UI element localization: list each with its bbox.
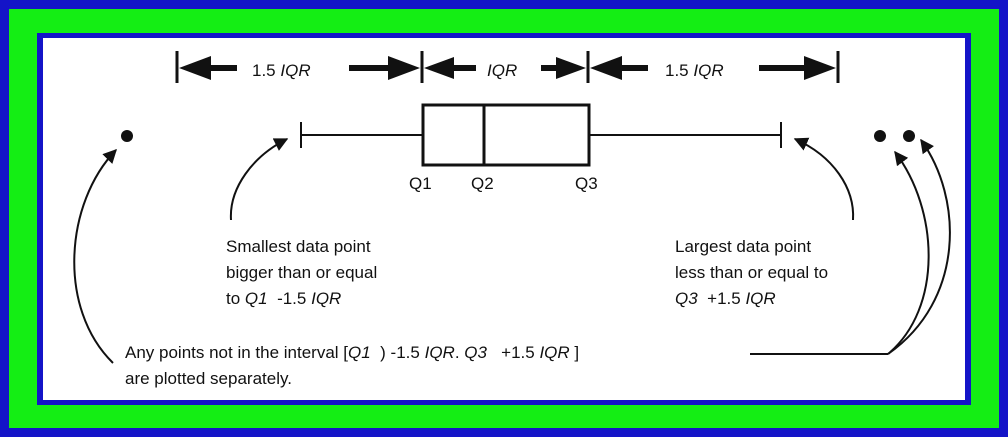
note-upper-offset: +1.5: [501, 343, 535, 362]
largest-line-2: less than or equal to: [675, 263, 829, 282]
span-arrow-right-b: [804, 56, 836, 80]
span-arrow-mid-a-shaft: [452, 65, 476, 71]
span-arrow-mid-b: [556, 57, 586, 79]
outlier-point-left: [121, 130, 133, 142]
largest-q3: Q3: [675, 289, 698, 308]
largest-offset: +1.5: [707, 289, 741, 308]
iqr-box: [421, 103, 591, 167]
q1-label: Q1: [409, 174, 432, 193]
note-separator: .: [454, 343, 460, 362]
span-arrow-left-a: [179, 56, 211, 80]
outliers-note-line-1: Any points not in the interval [Q1 ) -1.…: [125, 340, 579, 366]
outliers-note-line-2: are plotted separately.: [125, 369, 292, 388]
largest-line-3: Q3 +1.5 IQR: [675, 286, 776, 312]
note-iqr-1: IQR: [424, 343, 455, 362]
span-arrow-mid-a: [424, 57, 454, 79]
outlier-point-right-1: [874, 130, 886, 142]
span-left-unit: IQR: [280, 61, 311, 80]
note-iqr-2: IQR: [539, 343, 570, 362]
note-q3: Q3: [464, 343, 487, 362]
largest-unit: IQR: [745, 289, 776, 308]
box-plot-diagram: [73, 51, 951, 364]
smallest-line-2: bigger than or equal: [226, 263, 378, 282]
smallest-unit: IQR: [311, 289, 342, 308]
span-arrow-mid-b-shaft: [541, 65, 558, 71]
smallest-q1: Q1: [244, 289, 268, 308]
span-arrow-left-b-shaft: [349, 65, 390, 71]
pointer-arrow-outlier-right-2: [887, 138, 951, 355]
pointer-arrow-outlier-right-1: [887, 150, 930, 355]
smallest-offset: -1.5: [277, 289, 307, 308]
span-right-number: 1.5: [665, 61, 689, 80]
span-right-unit: IQR: [693, 61, 724, 80]
span-arrow-right-b-shaft: [759, 65, 806, 71]
pointer-arrow-outlier-left: [73, 148, 117, 364]
outlier-point-right-2: [903, 130, 915, 142]
pointer-arrow-largest: [793, 137, 855, 221]
span-label-left: 1.5 IQR: [252, 58, 311, 84]
span-middle-unit: IQR: [487, 61, 518, 80]
span-arrow-left-b: [388, 56, 420, 80]
largest-line-1: Largest data point: [675, 237, 812, 256]
span-label-right: 1.5 IQR: [665, 58, 724, 84]
span-arrow-right-a-shaft: [620, 65, 648, 71]
smallest-line-3: to Q1 -1.5 IQR: [226, 286, 341, 312]
span-left-number: 1.5: [252, 61, 276, 80]
diagram-panel: 1.5 IQR IQR 1.5 IQR Q1 Q2 Q3 Smallest da…: [43, 38, 965, 400]
note-lower-offset: ) -1.5: [380, 343, 420, 362]
span-arrow-right-a: [590, 56, 622, 80]
note-prefix: Any points not in the interval [: [125, 343, 349, 362]
span-arrow-left-a-shaft: [209, 65, 237, 71]
pointer-arrow-smallest: [229, 138, 289, 221]
smallest-prefix: to: [226, 289, 241, 308]
q2-label: Q2: [471, 174, 494, 193]
note-q1: Q1: [348, 343, 371, 362]
smallest-line-1: Smallest data point: [226, 237, 371, 256]
span-label-middle: IQR: [487, 58, 517, 84]
note-suffix: ]: [574, 343, 580, 362]
q3-label: Q3: [575, 174, 598, 193]
